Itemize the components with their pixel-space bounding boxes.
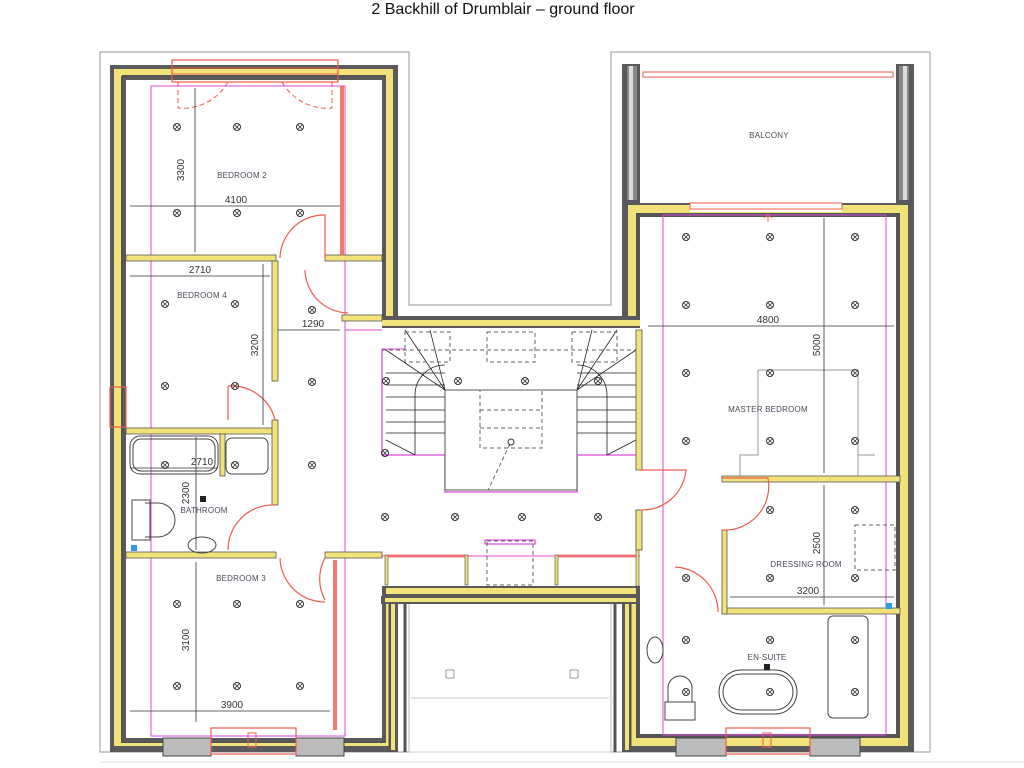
dim-master-height: 5000	[812, 333, 823, 356]
bedroom2-window	[171, 59, 339, 109]
internal-walls-right	[635, 329, 901, 719]
sockets	[131, 496, 892, 670]
courtyard	[381, 596, 640, 753]
label-en-suite: EN-SUITE	[748, 653, 787, 662]
right-doors	[639, 469, 770, 613]
drawing-title: 2 Backhill of Drumblair – ground floor	[0, 0, 1024, 20]
dim-bathroom-height: 2300	[181, 481, 192, 504]
dim-corridor-width: 1290	[302, 319, 325, 330]
dim-master-width: 4800	[757, 315, 780, 326]
ceiling-lights	[161, 123, 859, 696]
dim-bedroom3-height: 3100	[181, 628, 192, 651]
bathroom-fixtures	[129, 435, 798, 721]
label-bathroom: BATHROOM	[180, 506, 227, 515]
dim-bedroom4-width: 2710	[189, 265, 212, 276]
staircase	[382, 329, 640, 491]
label-dressing-room: DRESSING ROOM	[770, 560, 842, 569]
dim-bedroom3-width: 3900	[221, 700, 244, 711]
dim-bathroom-width: 2710	[191, 457, 214, 468]
dim-bedroom2-width: 4100	[225, 195, 248, 206]
dimension-lines	[130, 88, 894, 722]
dim-bedroom2-height: 3300	[176, 158, 187, 181]
dim-dressing-height: 2500	[812, 531, 823, 554]
room-labels: BEDROOM 2 BEDROOM 4 BATHROOM BEDROOM 3 B…	[177, 131, 842, 662]
dimension-labels: 3300 4100 2710 3200 1290 2710 2300 3100 …	[176, 158, 823, 711]
label-balcony: BALCONY	[749, 131, 789, 140]
window-bays	[162, 727, 861, 757]
internal-walls-left	[109, 86, 383, 730]
dim-dressing-width: 3200	[797, 586, 820, 597]
drawing-title-text: 2 Backhill of Drumblair – ground floor	[371, 1, 635, 18]
dim-bedroom4-height: 3200	[250, 333, 261, 356]
label-bedroom-3: BEDROOM 3	[216, 574, 266, 583]
label-master-bedroom: MASTER BEDROOM	[728, 405, 808, 414]
label-bedroom-4: BEDROOM 4	[177, 291, 227, 300]
label-bedroom-2: BEDROOM 2	[217, 171, 267, 180]
balcony-doors	[642, 71, 894, 222]
